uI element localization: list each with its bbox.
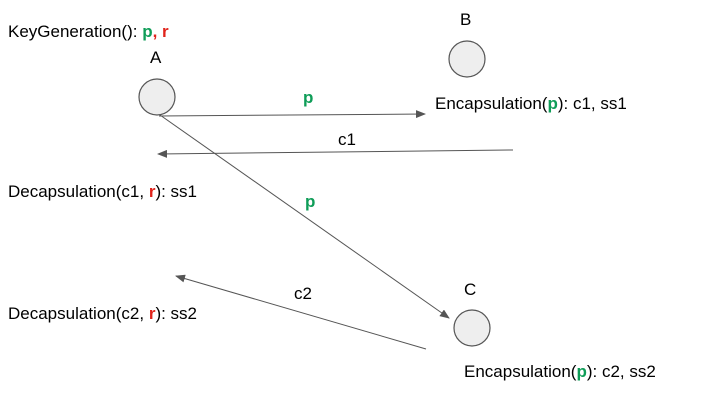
arrow-a-to-c-label: p: [305, 192, 316, 211]
node-b-label: B: [460, 10, 472, 29]
arrow-c-to-a-label: c2: [294, 284, 312, 303]
arrow-b-to-a: [157, 149, 514, 158]
encapsulation-c-label: Encapsulation(p): c2, ss2: [464, 362, 656, 381]
arrow-a-to-c: [159, 114, 450, 319]
node-a-circle: [138, 78, 176, 116]
arrow-c-to-a: [175, 274, 427, 350]
node-b-circle: [448, 40, 486, 78]
arrow-b-to-a-label: c1: [338, 130, 356, 149]
node-c-label: C: [464, 280, 477, 299]
arrow-a-to-b: [158, 110, 426, 119]
encapsulation-b-label: Encapsulation(p): c1, ss1: [435, 94, 627, 113]
decapsulation-1-label: Decapsulation(c1, r): ss1: [8, 182, 197, 201]
node-c-circle: [453, 309, 491, 347]
keygen-label: KeyGeneration(): p, r: [8, 22, 169, 41]
arrow-a-to-b-label: p: [303, 88, 314, 107]
node-a-label: A: [150, 48, 162, 67]
decapsulation-2-label: Decapsulation(c2, r): ss2: [8, 304, 197, 323]
